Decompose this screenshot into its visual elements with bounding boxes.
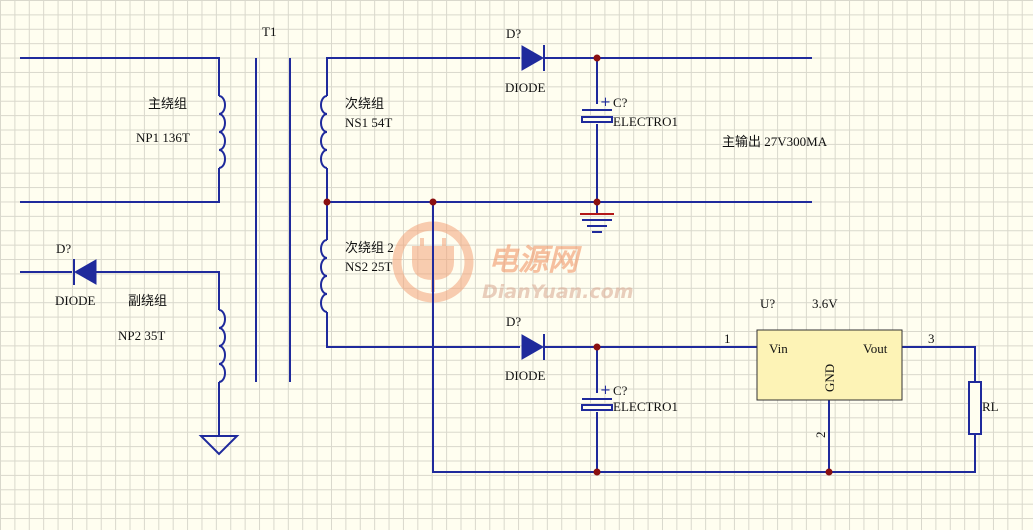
junctions: [323, 54, 833, 476]
diode-main-type: DIODE: [505, 80, 545, 95]
diode-low-triangle: [521, 334, 545, 360]
junction-dot: [323, 198, 331, 206]
transformer: T1 主绕组 NP1 136T 副绕组 NP2 35T 次绕组 NS1 54T …: [118, 24, 394, 383]
wire-sec1-top: [326, 57, 520, 96]
capacitor-low-ref: C?: [613, 383, 628, 398]
resistor-body: [968, 381, 982, 435]
capacitor-main-type: ELECTRO1: [613, 114, 678, 129]
diode-main-ref: D?: [506, 26, 521, 41]
diode-aux-type: DIODE: [55, 293, 95, 308]
ground-aux: [198, 435, 240, 456]
diode-low-ref: D?: [506, 314, 521, 329]
watermark-en: DianYuan.com: [482, 281, 634, 303]
ground-main: [580, 213, 614, 233]
diode-aux-ref: D?: [56, 241, 71, 256]
capacitor-main-plate-bottom: [581, 116, 613, 123]
load-resistor: RL: [968, 381, 999, 435]
wire-primary-top: [20, 57, 220, 96]
aux-turns: NP2 35T: [118, 328, 165, 343]
junction-dot: [593, 343, 601, 351]
wire-reg-output: [902, 346, 976, 382]
junction-dot: [593, 468, 601, 476]
regulator-body: [756, 329, 903, 401]
capacitor-main-ref: C?: [613, 95, 628, 110]
resistor-ref: RL: [982, 399, 999, 414]
diode-main: D? DIODE: [505, 26, 545, 95]
ground-triangle: [198, 435, 240, 456]
wire-primary-bottom: [20, 168, 220, 203]
junction-dot: [825, 468, 833, 476]
capacitor-main-polarity: +: [600, 95, 611, 110]
wires: [20, 57, 976, 473]
regulator-pin1: 1: [724, 331, 731, 346]
secondary1-name: 次绕组: [345, 96, 384, 111]
watermark-cn: 电源网: [488, 243, 582, 278]
junction-dot: [593, 54, 601, 62]
aux-name: 副绕组: [128, 293, 167, 308]
wire-low-ground: [432, 202, 976, 473]
diode-aux-triangle: [73, 259, 97, 285]
capacitor-low-polarity: +: [600, 383, 611, 398]
primary-coil: [218, 95, 226, 169]
capacitor-main: + C? ELECTRO1: [581, 95, 678, 129]
secondary1-coil: [320, 95, 328, 169]
regulator-vin: Vin: [769, 341, 788, 356]
capacitor-low-type: ELECTRO1: [613, 399, 678, 414]
diode-main-triangle: [521, 45, 545, 71]
transformer-ref: T1: [262, 24, 276, 39]
junction-dot: [429, 198, 437, 206]
main-output-label: 主输出 27V300MA: [722, 134, 828, 149]
regulator-ref: U?: [760, 296, 775, 311]
regulator-vout: Vout: [863, 341, 888, 356]
regulator-pin2: 2: [813, 432, 828, 439]
diode-aux: D? DIODE: [55, 241, 97, 308]
primary-turns: NP1 136T: [136, 130, 190, 145]
wire-sec2-bottom: [326, 312, 520, 348]
regulator-value: 3.6V: [812, 296, 838, 311]
aux-coil: [218, 309, 226, 383]
regulator-gnd: GND: [822, 364, 837, 392]
regulator-pin3: 3: [928, 331, 935, 346]
secondary2-coil: [320, 239, 328, 313]
secondary1-turns: NS1 54T: [345, 115, 392, 130]
diode-low-type: DIODE: [505, 368, 545, 383]
secondary2-name: 次绕组 2: [345, 240, 394, 255]
capacitor-low-plate-bottom: [581, 404, 613, 411]
regulator: U? 3.6V Vin Vout GND 1 3 2: [724, 296, 935, 438]
junction-dot: [593, 198, 601, 206]
wire-aux-top: [96, 271, 220, 310]
secondary2-turns: NS2 25T: [345, 259, 392, 274]
capacitor-low: + C? ELECTRO1: [581, 383, 678, 414]
primary-name: 主绕组: [148, 96, 187, 111]
diode-low: D? DIODE: [505, 314, 545, 383]
